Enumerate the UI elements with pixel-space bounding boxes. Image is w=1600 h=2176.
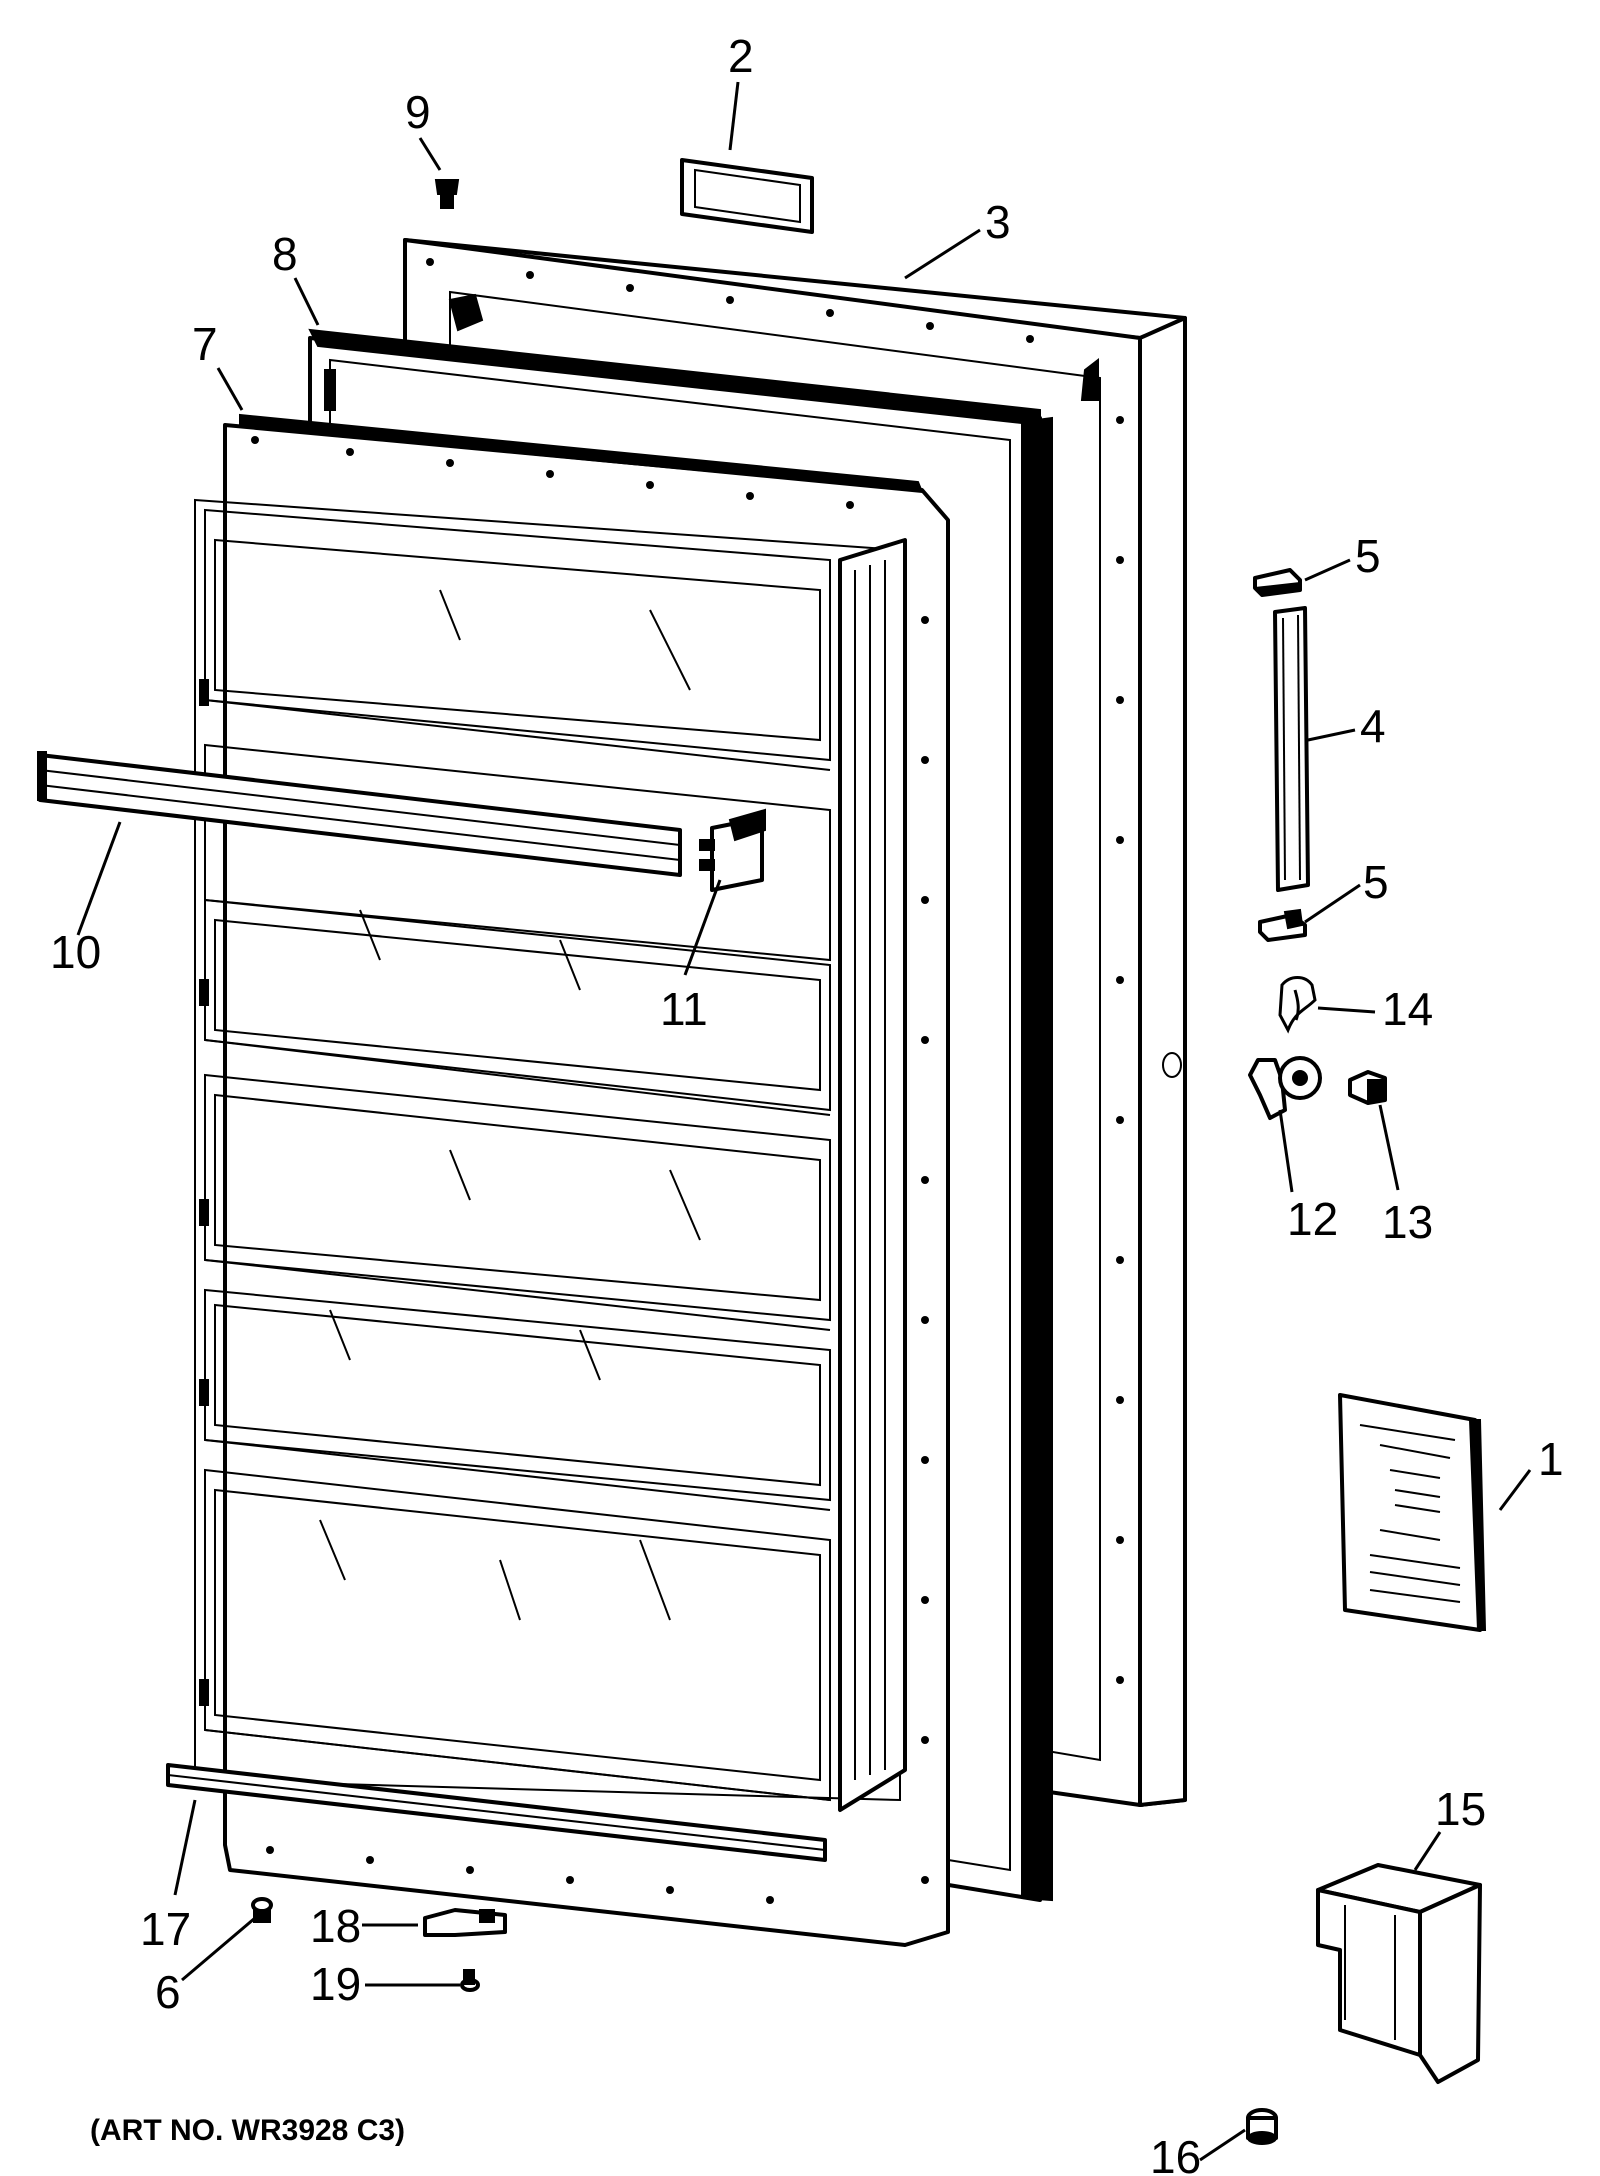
shelf-bar [37, 751, 682, 877]
bar-end-bracket [699, 808, 766, 892]
small-screw [460, 1969, 480, 1992]
callout-1: 1 [1538, 1433, 1564, 1485]
liner-holes [251, 436, 929, 1904]
callout-18: 18 [310, 1900, 361, 1952]
latch-strike [1348, 1070, 1387, 1105]
top-screw [434, 179, 460, 209]
leader-lines [76, 81, 1532, 2162]
door-liner [194, 413, 950, 1947]
callout-6: 6 [155, 1966, 181, 2018]
instruction-booklet [1338, 1393, 1487, 1632]
callout-11: 11 [660, 983, 708, 1035]
callout-3: 3 [985, 196, 1011, 248]
callout-15: 15 [1435, 1783, 1486, 1835]
liner-shelves [204, 508, 831, 1802]
liner-rib-lines [854, 560, 886, 1780]
latch-cam [1248, 1056, 1322, 1120]
handle-end-cap-upper [1252, 568, 1302, 597]
liner-glare-lines [319, 589, 701, 1621]
door-handle [1273, 606, 1310, 892]
callout-labels: 2 9 3 8 7 5 4 5 14 11 10 12 13 1 15 17 1… [50, 30, 1564, 2176]
art-number: (ART NO. WR3928 C3) [90, 2114, 405, 2147]
callout-14: 14 [1382, 983, 1433, 1035]
handle-end-cap-lower [1258, 908, 1307, 942]
plug-button [1246, 2108, 1278, 2145]
callout-10: 10 [50, 926, 101, 978]
callout-19: 19 [310, 1958, 361, 2010]
shelf-retainer [1316, 1863, 1482, 2084]
outer-panel-holes [426, 258, 1124, 1684]
callout-7: 7 [192, 318, 218, 370]
callout-2: 2 [728, 30, 754, 82]
callout-4: 4 [1360, 700, 1386, 752]
latch-spring [1278, 976, 1317, 1034]
bottom-trim-strip [166, 1763, 827, 1862]
callout-5-upper: 5 [1355, 530, 1381, 582]
callout-17: 17 [140, 1903, 191, 1955]
callout-5-lower: 5 [1363, 856, 1389, 908]
callout-16: 16 [1150, 2131, 1201, 2176]
callout-13: 13 [1382, 1196, 1433, 1248]
booklet-text-lines [1359, 1424, 1461, 1603]
hinge-bracket [423, 1908, 507, 1937]
hinge-screw [251, 1897, 273, 1923]
callout-9: 9 [405, 86, 431, 138]
callout-12: 12 [1287, 1193, 1338, 1245]
callout-8: 8 [272, 228, 298, 280]
handle-cover [680, 158, 814, 234]
